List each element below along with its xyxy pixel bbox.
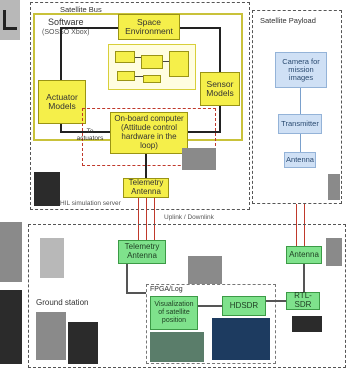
link-antenna-down: [126, 264, 128, 294]
rtl-sdr-box: RTL-SDR: [286, 291, 320, 310]
satellite-payload-region: [252, 10, 342, 204]
payload-transmitter-box: Transmitter: [278, 114, 322, 134]
satellite-payload-title: Satellite Payload: [260, 16, 316, 25]
link-actuator-computer: [60, 124, 62, 132]
rtl-sdr-photo: [292, 316, 322, 332]
ground-station-region: [28, 224, 346, 368]
link-space-sensor: [180, 27, 220, 29]
left-photo-1: [0, 222, 22, 282]
ground-photo-3: [68, 322, 98, 364]
actuator-models-box: Actuator Models: [38, 80, 86, 124]
link-hdsdr-viz: [198, 305, 222, 307]
ground-photo-4: [188, 256, 222, 284]
link-rtl-hdsdr: [266, 300, 286, 302]
actuator-signal-label: To actuators: [76, 128, 104, 142]
simulink-panel: [108, 44, 196, 90]
link-label: Uplink / Downlink: [164, 214, 214, 221]
link-computer-antenna: [145, 154, 147, 178]
payload-radio-link-2: [304, 204, 305, 246]
fpga-title: FPGA/Log: [150, 286, 183, 293]
payload-antenna-photo: [328, 174, 340, 200]
link-transmitter-antenna: [300, 134, 301, 152]
software-subtitle: (SOSSO Xbox): [42, 29, 90, 36]
hil-server-photo: [34, 172, 60, 206]
link-space-actuator-down: [60, 27, 62, 80]
visualization-box: Visualization of satellite position: [150, 296, 198, 330]
link-antenna-fpga: [126, 292, 146, 294]
software-title: Software: [48, 17, 84, 27]
payload-camera-box: Camera for mission images: [275, 52, 327, 88]
link-camera-transmitter: [300, 88, 301, 114]
payload-antenna-box: Antenna: [284, 152, 316, 168]
ground-station-title: Ground station: [36, 298, 89, 307]
link-actuator-computer-h: [60, 131, 110, 133]
hil-server-label: HIL simulation server: [60, 200, 121, 207]
onboard-computer-box: On-board computer (Attitude control hard…: [110, 112, 188, 154]
link-antenna-rtl: [303, 264, 305, 292]
satellite-bus-title: Satellite Bus: [60, 5, 102, 14]
fpga-region: [146, 284, 276, 364]
link-sensor-computer-h: [188, 131, 221, 133]
onboard-computer-dashed: [82, 108, 216, 166]
radio-link-1: [138, 198, 139, 242]
ground-antenna-photo: [326, 238, 342, 266]
satellite-bus-region: [30, 2, 250, 210]
ground-photo-2: [36, 312, 66, 360]
onboard-board-photo: [182, 148, 216, 170]
link-space-sensor-down: [219, 27, 221, 72]
map-screenshot: [150, 332, 204, 362]
radio-link-3: [154, 198, 155, 242]
hdsdr-screenshot: [212, 318, 270, 360]
hdsdr-box: HDSDR: [222, 296, 266, 316]
space-environment-box: Space Environment: [118, 14, 180, 40]
payload-radio-link-1: [296, 204, 297, 246]
ground-antenna-box: Antenna: [286, 246, 322, 264]
left-photo-2: [0, 290, 22, 364]
link-space-actuator: [60, 27, 118, 29]
sensor-models-box: Sensor Models: [200, 72, 240, 106]
ground-photo-1: [40, 238, 64, 278]
link-sensor-computer: [219, 106, 221, 132]
ground-telemetry-antenna-box: Telemetry Antenna: [118, 240, 166, 264]
bus-telemetry-antenna-box: Telemetry Antenna: [123, 178, 169, 198]
corner-glyph: [3, 10, 17, 30]
radio-link-2: [146, 198, 147, 242]
